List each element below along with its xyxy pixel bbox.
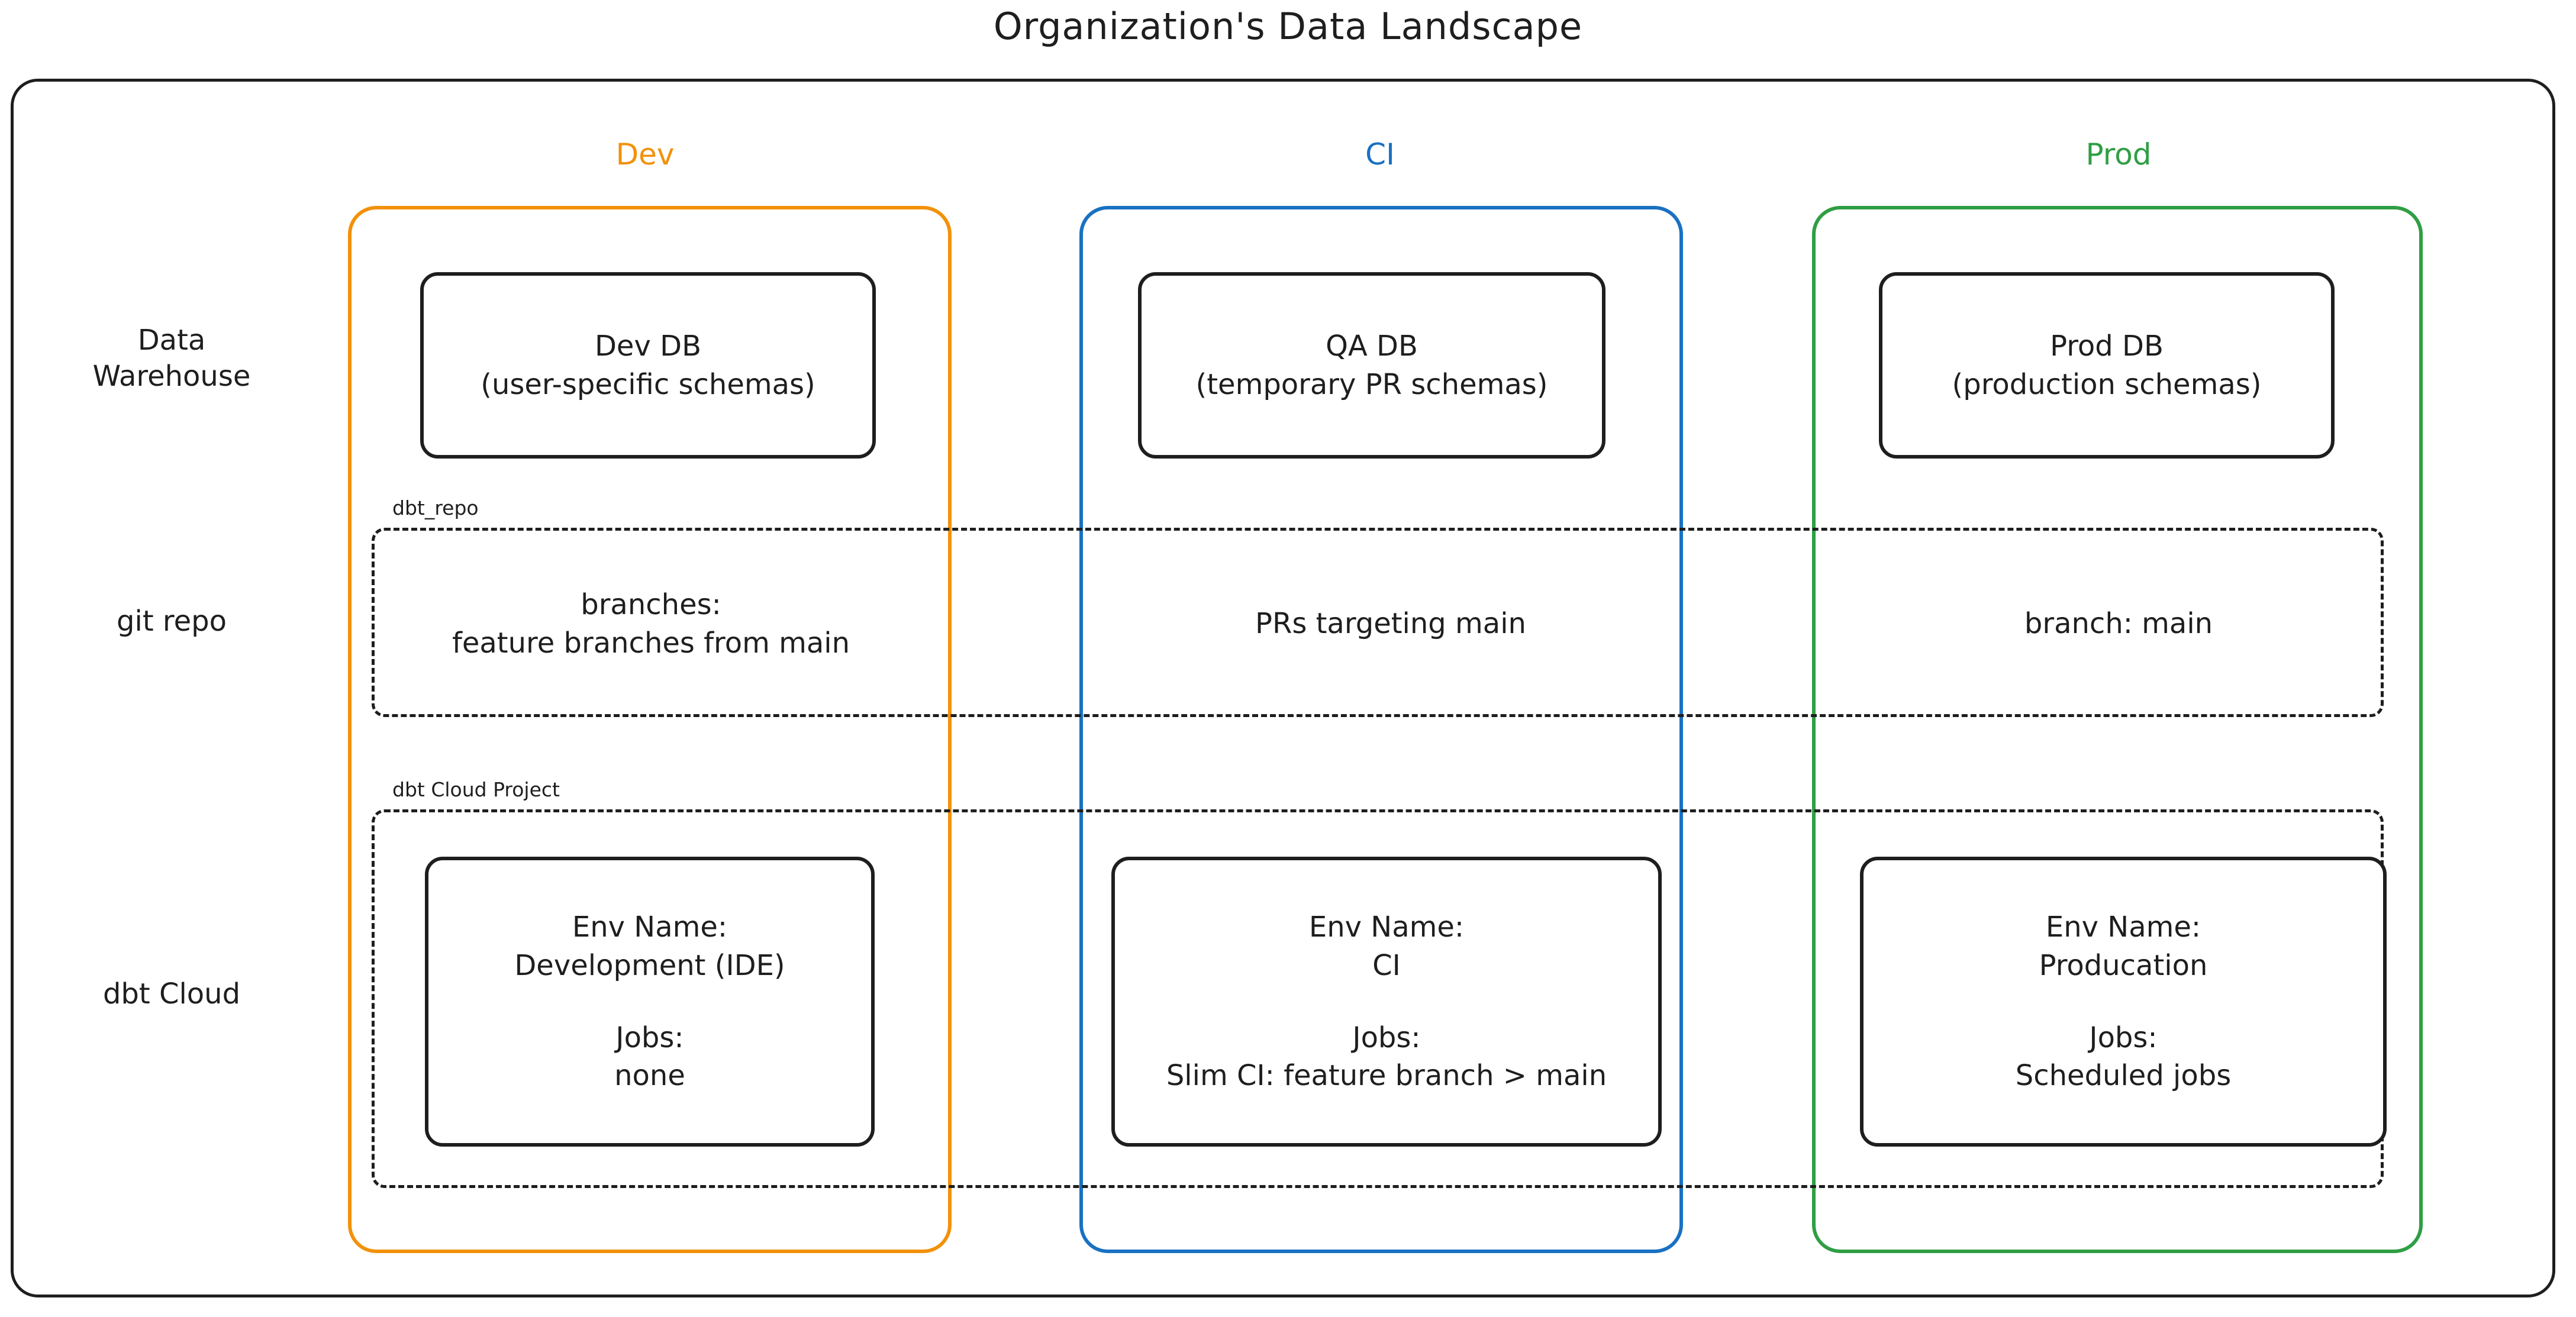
dbt-cloud-ci-jobs: Slim CI: feature branch > main [1166,1059,1607,1093]
env-container-prod [1812,206,2423,1253]
warehouse-box-prod-name: Prod DB [2050,330,2164,363]
git-repo-group: dbt_repo [372,496,2384,717]
git-cell-prod: branch: main [2024,607,2213,640]
env-container-ci [1079,206,1683,1253]
warehouse-box-ci-name: QA DB [1326,330,1418,363]
warehouse-box-dev: Dev DB (user-specific schemas) [420,272,876,459]
outer-frame [11,79,2555,1297]
dbt-cloud-prod-env-name: Producation [2039,948,2208,982]
env-header-ci: CI [1365,137,1395,172]
dbt-cloud-dev-jobs-label: Jobs: [615,1021,684,1054]
dbt-cloud-box-prod: Env Name: Producation Jobs: Scheduled jo… [1860,857,2387,1147]
env-header-dev: Dev [615,137,675,172]
dbt-cloud-box-ci: Env Name: CI Jobs: Slim CI: feature bran… [1111,857,1662,1147]
row-label-data-warehouse: Data Warehouse [92,324,251,393]
git-cell-ci: PRs targeting main [1255,607,1526,640]
env-header-prod: Prod [2085,137,2152,172]
dbt-cloud-box-dev: Env Name: Development (IDE) Jobs: none [425,857,875,1147]
git-repo-group-tag: dbt_repo [388,496,483,519]
row-label-dbt-cloud: dbt Cloud [102,977,241,1011]
dbt-cloud-ci-env-name: CI [1372,948,1401,982]
dbt-cloud-dev-env-name: Development (IDE) [514,948,785,982]
dbt-cloud-project-group-tag: dbt Cloud Project [388,778,565,801]
dbt-cloud-ci-env-label: Env Name: [1308,911,1465,944]
page-title: Organization's Data Landscape [993,5,1583,48]
git-cell-dev: branches: feature branches from main [452,588,850,660]
row-label-git-repo: git repo [117,605,227,638]
warehouse-box-ci: QA DB (temporary PR schemas) [1138,272,1605,459]
warehouse-box-dev-detail: (user-specific schemas) [481,367,815,401]
dbt-cloud-dev-jobs: none [614,1059,685,1093]
env-container-dev [348,206,952,1253]
dbt-cloud-prod-jobs-label: Jobs: [2089,1021,2158,1054]
warehouse-box-ci-detail: (temporary PR schemas) [1195,367,1548,401]
dbt-cloud-prod-env-label: Env Name: [2045,911,2201,944]
dbt-cloud-prod-jobs: Scheduled jobs [2015,1059,2232,1093]
dbt-cloud-ci-jobs-label: Jobs: [1352,1021,1421,1054]
warehouse-box-prod-detail: (production schemas) [1952,367,2262,401]
warehouse-box-dev-name: Dev DB [594,330,702,363]
warehouse-box-prod: Prod DB (production schemas) [1879,272,2335,459]
dbt-cloud-dev-env-label: Env Name: [572,911,728,944]
